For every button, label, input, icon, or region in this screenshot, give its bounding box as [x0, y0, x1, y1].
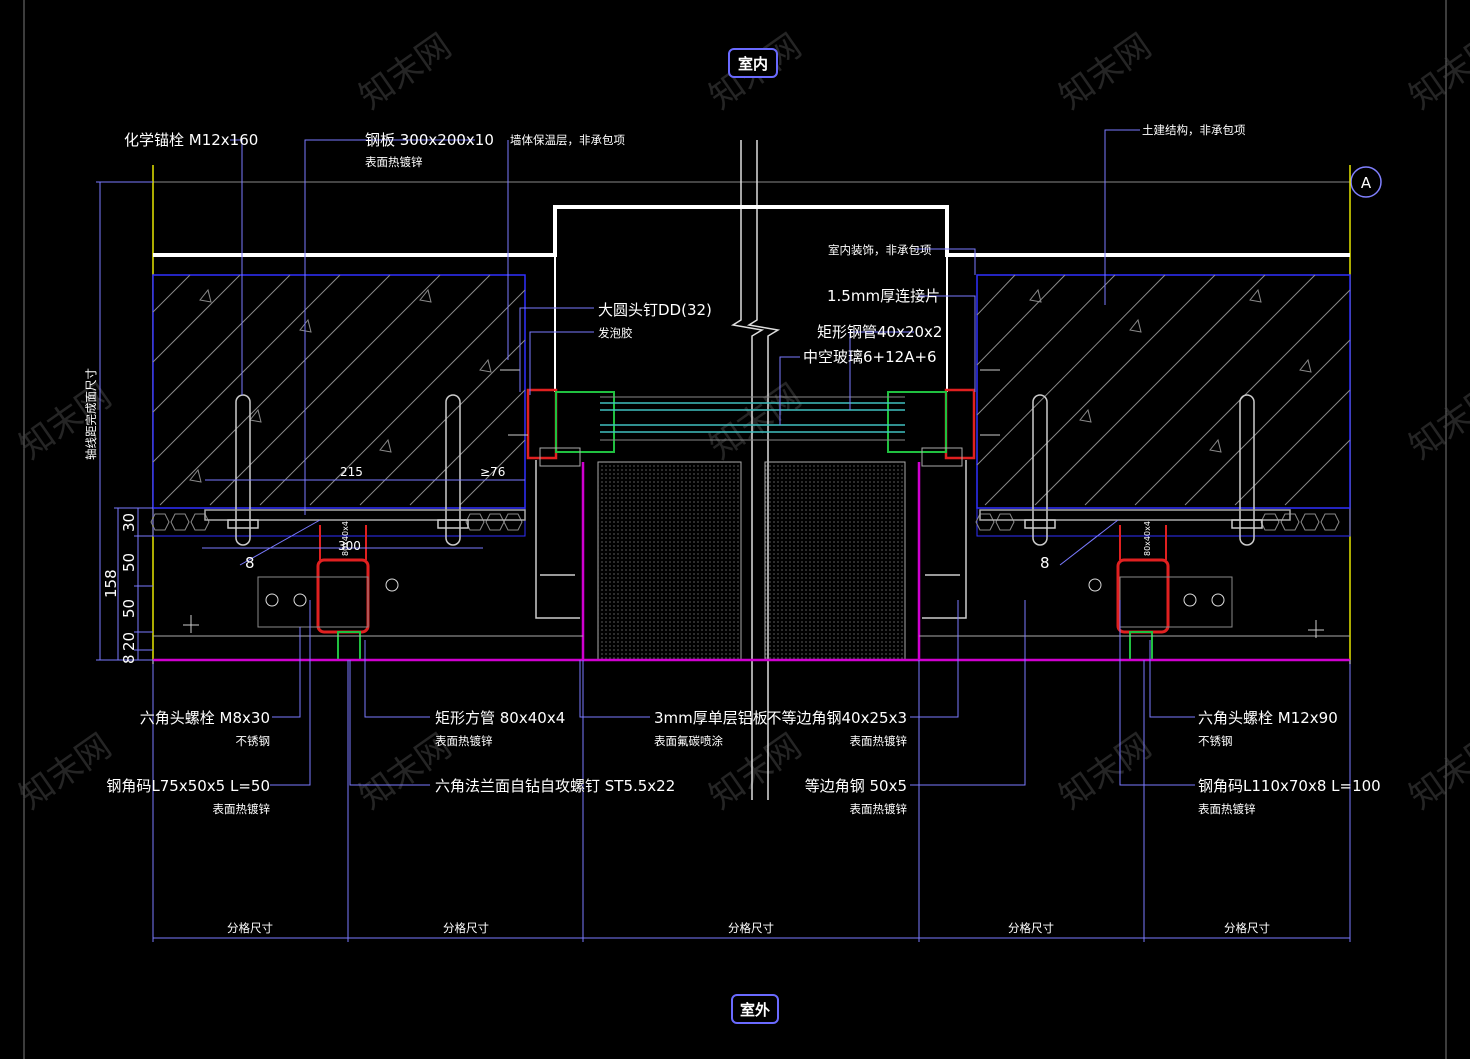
label-anchor-bolt: 化学锚栓 M12x160 [124, 131, 258, 149]
dim-v20: 20 [120, 632, 138, 651]
screws [183, 369, 1324, 638]
label-screw: 六角法兰面自钻自攻螺钉 ST5.5x22 [435, 777, 675, 795]
label-foam: 发泡胶 [598, 326, 633, 340]
label-angle-left: 钢角码L75x50x5 L=50 [106, 777, 270, 795]
label-civil: 土建结构，非承包项 [1142, 123, 1246, 137]
grid-label: 分格尺寸 [1224, 921, 1270, 935]
vertical-note: 轴线距完成面尺寸 [84, 368, 98, 460]
label-al-panel: 3mm厚单层铝板 [654, 709, 768, 727]
grid-label: 分格尺寸 [443, 921, 489, 935]
angle-steel [535, 460, 967, 619]
dim-215: 215 [340, 465, 363, 479]
label-unequal-angle-sub: 表面热镀锌 [850, 734, 908, 748]
label-rect-tube: 矩形钢管40x20x2 [817, 323, 942, 341]
break-line [730, 140, 781, 800]
vertical-dims [96, 181, 153, 661]
grid-label: 分格尺寸 [728, 921, 774, 935]
dim-8-right: 8 [1040, 554, 1050, 572]
label-equal-angle-sub: 表面热镀锌 [850, 802, 908, 816]
label-unequal-angle: 不等边角钢40x25x3 [767, 709, 907, 727]
leader-lines [202, 129, 1195, 786]
label-interior-deco: 室内装饰，非承包项 [828, 243, 932, 257]
label-al-panel-sub: 表面氟碳喷涂 [654, 734, 723, 748]
window-frame-right [887, 388, 976, 467]
dim-v50b: 50 [120, 599, 138, 618]
dim-8-left: 8 [245, 554, 255, 572]
label-equal-angle: 等边角钢 50x5 [805, 777, 907, 795]
label-hex-bolt-left: 六角头螺栓 M8x30 [140, 709, 270, 727]
label-angle-right-sub: 表面热镀锌 [1198, 802, 1256, 816]
label-conn-plate: 1.5mm厚连接片 [827, 287, 940, 305]
room-exterior: 室外 [731, 994, 779, 1024]
glass-unit [600, 396, 905, 441]
label-insulation: 墙体保温层，非承包项 [510, 133, 625, 147]
grid-label: 分格尺寸 [227, 921, 273, 935]
label-square-tube: 矩形方管 80x40x4 [435, 709, 565, 727]
label-hex-bolt-left-sub: 不锈钢 [236, 734, 271, 748]
dim-76: ≥76 [480, 465, 505, 479]
concrete-wall-left [152, 274, 526, 509]
grid-dim-line [152, 660, 1351, 942]
label-angle-left-sub: 表面热镀锌 [213, 802, 271, 816]
insulation-right [975, 507, 1351, 537]
anchor-bolts-left [204, 394, 526, 546]
dim-tube-left: 80x40x4 [341, 521, 350, 556]
label-angle-right: 钢角码L110x70x8 L=100 [1198, 777, 1381, 795]
steel-tube-left [257, 525, 399, 661]
interior-finish [153, 205, 1350, 392]
dim-v8: 8 [120, 654, 138, 664]
label-steel-plate-sub: 表面热镀锌 [365, 155, 423, 169]
room-interior: 室内 [728, 48, 778, 78]
dim-tube-right: 80x40x4 [1143, 521, 1152, 556]
dim-300: 300 [338, 539, 361, 553]
axis-label: A [1361, 174, 1372, 192]
dim-v158: 158 [102, 569, 120, 598]
grid-label: 分格尺寸 [1008, 921, 1054, 935]
dim-v50a: 50 [120, 553, 138, 572]
room-interior-text: 室内 [738, 55, 768, 73]
window-frame-left [526, 388, 615, 467]
label-hex-bolt-right: 六角头螺栓 M12x90 [1198, 709, 1338, 727]
label-square-tube-sub: 表面热镀锌 [435, 734, 493, 748]
label-glass: 中空玻璃6+12A+6 [803, 348, 937, 366]
insulation-left [150, 507, 526, 537]
room-exterior-text: 室外 [740, 1001, 770, 1019]
label-hex-bolt-right-sub: 不锈钢 [1198, 734, 1233, 748]
aluminium-panel [153, 461, 1350, 662]
dim-v30: 30 [120, 513, 138, 532]
anchor-bolts-right [979, 394, 1291, 546]
label-steel-plate: 钢板 300x200x10 [365, 131, 494, 149]
label-rivet: 大圆头钉DD(32) [598, 301, 712, 319]
